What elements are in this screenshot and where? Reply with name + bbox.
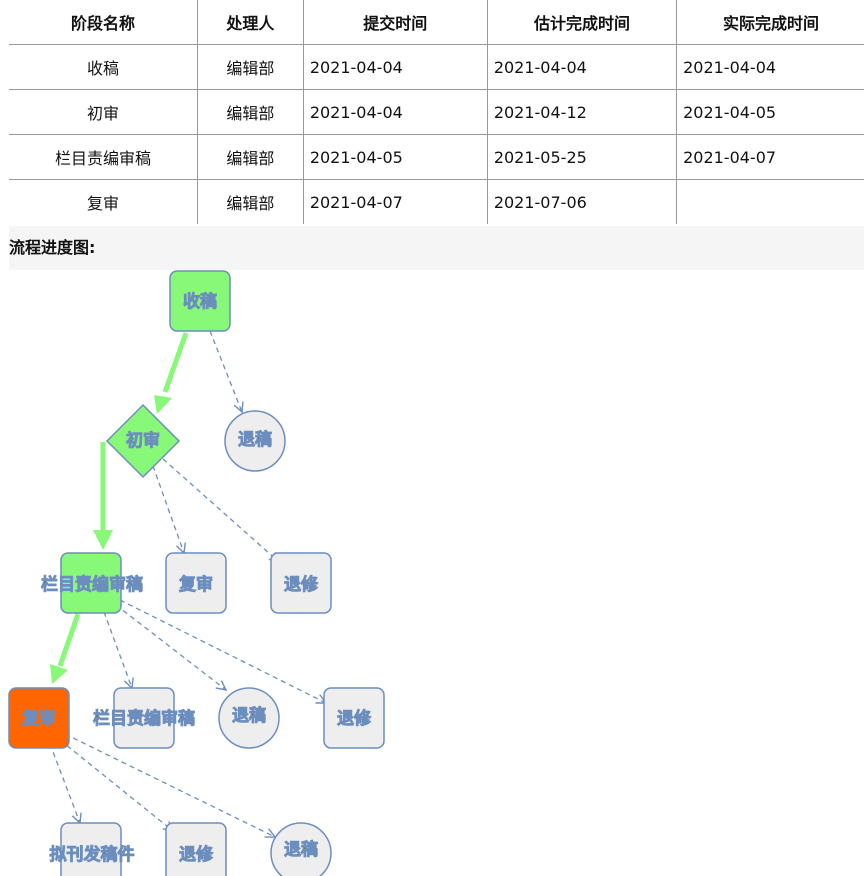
- svg-text:退稿: 退稿: [238, 430, 272, 450]
- arrowhead: [50, 664, 68, 684]
- svg-text:复审: 复审: [179, 575, 213, 595]
- svg-text:复审: 复审: [22, 709, 56, 729]
- handler-cell: 编辑部: [196, 44, 304, 90]
- estimated-cell: 2021-04-04: [486, 44, 678, 90]
- handler-cell: 编辑部: [196, 179, 304, 224]
- edge-1-2: [162, 332, 189, 393]
- stage-cell: 初审: [9, 89, 198, 135]
- submitted-cell: 2021-04-04: [302, 89, 488, 135]
- svg-text:栏目责编审稿: 栏目责编审稿: [93, 709, 195, 729]
- col-actual: 实际完成时间: [676, 0, 864, 45]
- node-revise[interactable]: 退修: [165, 822, 227, 876]
- actual-cell: [676, 179, 864, 224]
- node-first-review[interactable]: 初审: [105, 403, 181, 479]
- edge-dashed: [162, 458, 279, 562]
- stage-cell: 栏目责编审稿: [9, 134, 198, 180]
- estimated-cell: 2021-04-12: [486, 89, 678, 135]
- submitted-cell: 2021-04-05: [302, 134, 488, 180]
- arrowhead: [154, 395, 172, 414]
- actual-cell: 2021-04-04: [676, 44, 864, 90]
- handler-cell: 编辑部: [196, 89, 304, 135]
- edge-dashed: [64, 733, 275, 837]
- node-second-review-option[interactable]: 复审: [165, 552, 227, 614]
- flow-section-title: 流程进度图:: [9, 226, 864, 270]
- actual-cell: 2021-04-07: [676, 134, 864, 180]
- edge-3-4: [57, 613, 81, 667]
- stage-cell: 收稿: [9, 44, 198, 90]
- col-stage: 阶段名称: [9, 0, 198, 45]
- node-received[interactable]: 收稿: [169, 270, 231, 332]
- edge-dashed: [119, 599, 326, 703]
- svg-text:初审: 初审: [126, 431, 160, 451]
- edge-dashed: [103, 611, 132, 688]
- node-back-to-column-editor[interactable]: 栏目责编审稿: [92, 687, 196, 749]
- submitted-cell: 2021-04-07: [302, 179, 488, 224]
- stage-cell: 复审: [9, 179, 198, 224]
- arrowhead: [93, 530, 113, 550]
- svg-text:收稿: 收稿: [183, 292, 217, 312]
- node-second-review-current[interactable]: 复审: [8, 687, 70, 749]
- estimated-cell: 2021-07-06: [486, 179, 678, 224]
- svg-text:退稿: 退稿: [284, 840, 318, 860]
- svg-text:退修: 退修: [284, 575, 318, 595]
- node-reject[interactable]: 退稿: [218, 687, 280, 749]
- edge-dashed: [209, 330, 242, 412]
- svg-text:拟刊发稿件: 拟刊发稿件: [50, 845, 135, 865]
- edge-dashed: [49, 743, 80, 823]
- node-reject[interactable]: 退稿: [224, 410, 286, 472]
- submitted-cell: 2021-04-04: [302, 44, 488, 90]
- node-column-editor-review[interactable]: 栏目责编审稿: [40, 552, 144, 614]
- svg-text:退稿: 退稿: [232, 706, 266, 726]
- col-estimated: 估计完成时间: [486, 0, 678, 45]
- edge-dashed: [115, 604, 226, 690]
- node-revise[interactable]: 退修: [270, 552, 332, 614]
- estimated-cell: 2021-05-25: [486, 134, 678, 180]
- edge-dashed: [152, 465, 184, 553]
- node-publish-candidate[interactable]: 拟刊发稿件: [49, 822, 135, 876]
- table-header-row: 阶段名称 处理人 提交时间 估计完成时间 实际完成时间: [9, 0, 864, 45]
- svg-text:退修: 退修: [179, 845, 213, 865]
- svg-text:栏目责编审稿: 栏目责编审稿: [41, 575, 143, 595]
- svg-text:退修: 退修: [337, 709, 371, 729]
- node-reject[interactable]: 退稿: [270, 822, 332, 876]
- handler-cell: 编辑部: [196, 134, 304, 180]
- edge-dashed: [59, 739, 173, 831]
- edges-optional: [49, 330, 326, 837]
- node-revise[interactable]: 退修: [323, 687, 385, 749]
- actual-cell: 2021-04-05: [676, 89, 864, 135]
- edges-done: [50, 332, 189, 684]
